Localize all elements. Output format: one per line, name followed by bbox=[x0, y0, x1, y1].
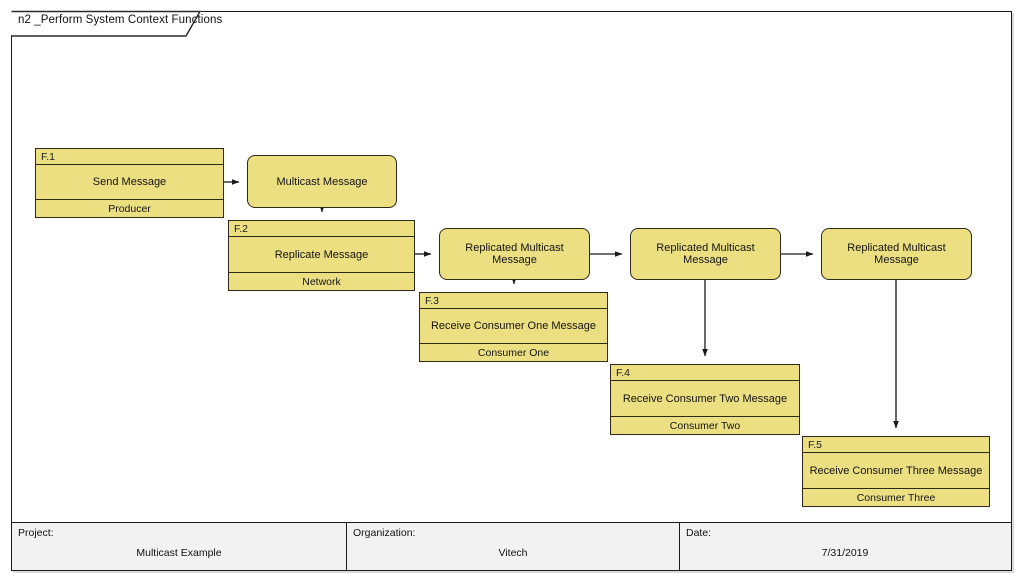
item-block-replicated-multicast-message-2[interactable]: Replicated Multicast Message bbox=[630, 228, 781, 280]
function-block-f1[interactable]: F.1 Send Message Producer bbox=[35, 148, 224, 218]
function-block-f4[interactable]: F.4 Receive Consumer Two Message Consume… bbox=[610, 364, 800, 435]
item-block-multicast-message[interactable]: Multicast Message bbox=[247, 155, 397, 208]
function-block-f3[interactable]: F.3 Receive Consumer One Message Consume… bbox=[419, 292, 608, 362]
function-name: Receive Consumer Three Message bbox=[809, 464, 983, 477]
item-block-replicated-multicast-message-1[interactable]: Replicated Multicast Message bbox=[439, 228, 590, 280]
function-allocation: Consumer One bbox=[420, 343, 607, 361]
function-allocation: Consumer Two bbox=[611, 416, 799, 434]
footer-cell-organization: Organization: Vitech bbox=[347, 523, 680, 570]
footer-label-organization: Organization: bbox=[353, 527, 416, 539]
function-allocation: Producer bbox=[36, 199, 223, 217]
item-block-replicated-multicast-message-3[interactable]: Replicated Multicast Message bbox=[821, 228, 972, 280]
diagram-footer: Project: Multicast Example Organization:… bbox=[11, 522, 1012, 571]
footer-cell-project: Project: Multicast Example bbox=[12, 523, 347, 570]
function-allocation: Network bbox=[229, 272, 414, 290]
footer-value-project: Multicast Example bbox=[136, 547, 222, 559]
function-id: F.1 bbox=[36, 149, 223, 165]
function-block-f2[interactable]: F.2 Replicate Message Network bbox=[228, 220, 415, 291]
footer-value-date: 7/31/2019 bbox=[821, 547, 869, 559]
footer-cell-date: Date: 7/31/2019 bbox=[680, 523, 1010, 570]
function-name: Send Message bbox=[92, 176, 167, 188]
function-id: F.2 bbox=[229, 221, 414, 237]
title-tab-shape bbox=[11, 10, 202, 37]
function-allocation: Consumer Three bbox=[803, 488, 989, 506]
function-id: F.4 bbox=[611, 365, 799, 381]
function-name: Replicate Message bbox=[274, 248, 369, 261]
footer-label-project: Project: bbox=[18, 527, 54, 539]
function-name: Receive Consumer Two Message bbox=[622, 392, 788, 405]
diagram-title-tab[interactable]: n2 _Perform System Context Functions bbox=[11, 10, 222, 37]
footer-value-organization: Vitech bbox=[498, 547, 528, 559]
function-id: F.3 bbox=[420, 293, 607, 309]
function-id: F.5 bbox=[803, 437, 989, 453]
footer-label-date: Date: bbox=[686, 527, 712, 539]
function-block-f5[interactable]: F.5 Receive Consumer Three Message Consu… bbox=[802, 436, 990, 507]
diagram-title: n2 _Perform System Context Functions bbox=[18, 14, 223, 26]
function-name: Receive Consumer One Message bbox=[430, 320, 597, 332]
